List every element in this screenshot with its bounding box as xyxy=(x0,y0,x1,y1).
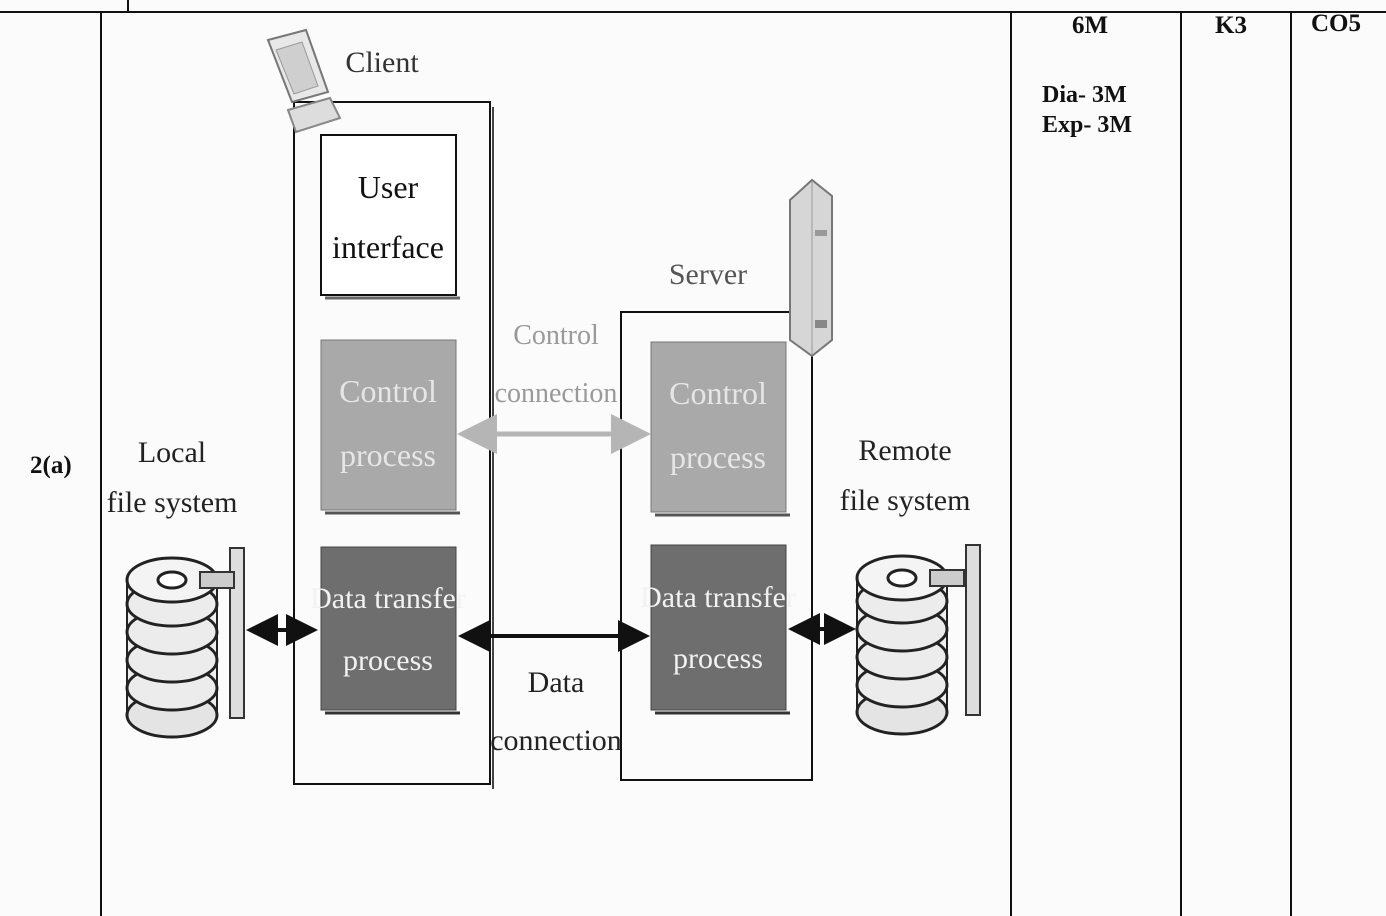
remote-disk-stack-icon xyxy=(857,545,980,734)
user-interface-label-1: User xyxy=(358,169,419,205)
data-connection-label-2: connection xyxy=(490,724,622,757)
server-icon xyxy=(790,180,832,356)
client-data-process-box xyxy=(321,547,456,710)
local-fs-label-2: file system xyxy=(107,486,238,519)
server-data-label-1: Data transfer xyxy=(640,581,796,614)
server-control-label-1: Control xyxy=(669,375,767,411)
client-data-label-2: process xyxy=(343,644,433,677)
control-connection-label-1: Control xyxy=(513,320,599,351)
data-connection-label-1: Data xyxy=(528,666,585,699)
client-label: Client xyxy=(345,46,419,79)
control-connection-label-2: connection xyxy=(495,378,618,409)
local-disk-stack-icon xyxy=(127,548,244,737)
remote-fs-label-2: file system xyxy=(840,484,971,517)
server-control-label-2: process xyxy=(670,439,766,475)
remote-fs-label-1: Remote xyxy=(858,434,951,467)
client-control-label-1: Control xyxy=(339,373,437,409)
user-interface-box xyxy=(321,135,456,295)
client-control-label-2: process xyxy=(340,437,436,473)
client-control-process-box xyxy=(321,340,456,510)
server-control-process-box xyxy=(651,342,786,512)
laptop-icon xyxy=(268,30,340,132)
server-data-label-2: process xyxy=(673,642,763,675)
user-interface-label-2: interface xyxy=(332,229,444,265)
local-fs-label-1: Local xyxy=(138,436,206,469)
client-data-label-1: Data transfer xyxy=(310,582,466,615)
server-data-process-box xyxy=(651,545,786,710)
server-label: Server xyxy=(669,258,747,291)
